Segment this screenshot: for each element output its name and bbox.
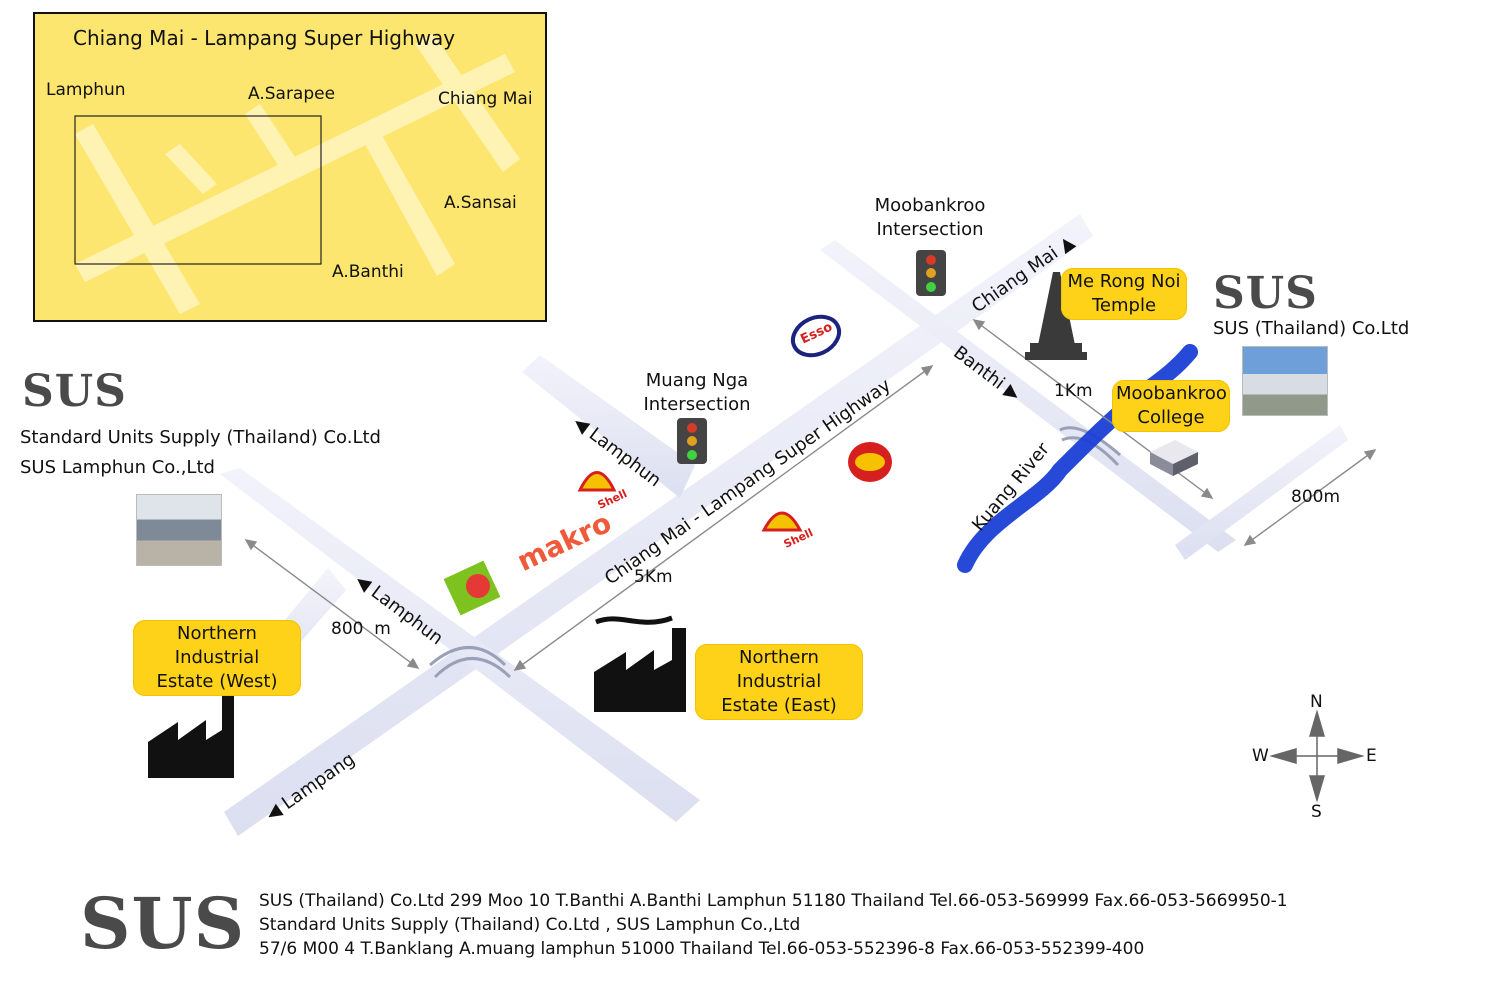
nie-east-line1: Northern Industrial [736, 647, 822, 692]
muang-nga-intersection-label: Muang Nga Intersection [637, 369, 757, 417]
nie-west-line1: Northern Industrial [174, 623, 260, 668]
nie-west-badge: Northern Industrial Estate (West) [133, 620, 301, 696]
temple-line1: Me Rong Noi [1067, 271, 1181, 292]
sus-logo-left: SUS [22, 366, 127, 417]
sus-logo-footer: SUS [80, 882, 246, 965]
kuang-river [957, 344, 1198, 573]
compass-w: W [1252, 746, 1269, 766]
traffic-light-moobankroo-icon [916, 250, 946, 296]
compass-rose [1269, 709, 1365, 803]
factory-west-icon [148, 683, 234, 778]
inset-map: Chiang Mai - Lampang Super Highway Lamph… [33, 12, 547, 322]
temple-line2: Temple [1091, 295, 1157, 316]
muang-nga-road [522, 355, 695, 498]
temple-icon [1025, 272, 1087, 360]
footer-line1: SUS (Thailand) Co.Ltd 299 Moo 10 T.Banth… [259, 891, 1288, 911]
left-company-line2: SUS Lamphun Co.,Ltd [20, 457, 215, 478]
footer-line2: Standard Units Supply (Thailand) Co.Ltd … [259, 915, 801, 935]
muang-nga-line1: Muang Nga [645, 370, 749, 391]
distance-1km: 1Km [1054, 381, 1093, 401]
footer-line3: 57/6 M00 4 T.Banklang A.muang lamphun 51… [259, 939, 1145, 959]
shell-logo-lower [761, 511, 803, 532]
esso-logo [790, 314, 842, 358]
inset-label-sansai: A.Sansai [444, 193, 517, 213]
compass-e: E [1366, 746, 1377, 766]
left-company-photo [136, 494, 222, 566]
nie-east-line2: Estate (East) [721, 695, 837, 716]
compass-n: N [1310, 692, 1323, 712]
lays-logo [848, 442, 892, 482]
moobankroo-intersection-label: Moobankroo Intersection [870, 194, 990, 242]
bigc-logo [443, 560, 501, 616]
factory-east-icon [594, 615, 686, 712]
distance-5km: 5Km [634, 567, 673, 587]
distance-800m-right: 800m [1291, 487, 1341, 507]
college-line1: Moobankroo [1116, 383, 1227, 404]
college-building-icon [1150, 440, 1198, 476]
inset-label-sarapee: A.Sarapee [248, 84, 336, 104]
distance-800m-left: 800 m [331, 619, 391, 639]
college-line2: College [1137, 407, 1205, 428]
sus-logo-right: SUS [1213, 268, 1318, 319]
muang-nga-line2: Intersection [643, 394, 751, 415]
side-road-right [1175, 425, 1348, 560]
lamphun-road [220, 468, 700, 822]
super-highway-road [224, 214, 1093, 836]
left-company-line1: Standard Units Supply (Thailand) Co.Ltd [20, 427, 381, 448]
banthi-road [820, 240, 1236, 552]
temple-badge: Me Rong Noi Temple [1061, 268, 1187, 320]
shell-logo-upper [577, 471, 617, 492]
inset-roads [74, 34, 520, 314]
inset-title: Chiang Mai - Lampang Super Highway [73, 26, 456, 50]
inset-label-chiang-mai: Chiang Mai [438, 89, 533, 109]
moobankroo-line2: Intersection [876, 219, 984, 240]
nie-west-line2: Estate (West) [156, 671, 278, 692]
overpass-lower [429, 646, 512, 679]
moobankroo-line1: Moobankroo [874, 195, 986, 216]
inset-label-lamphun: Lamphun [46, 80, 126, 100]
college-badge: Moobankroo College [1112, 380, 1230, 432]
inset-label-banthi: A.Banthi [332, 262, 404, 282]
traffic-light-muang-nga-icon [677, 418, 707, 464]
right-company-photo [1242, 346, 1328, 416]
compass-s: S [1311, 802, 1322, 822]
right-company-line1: SUS (Thailand) Co.Ltd [1213, 318, 1410, 339]
nie-east-badge: Northern Industrial Estate (East) [695, 644, 863, 720]
